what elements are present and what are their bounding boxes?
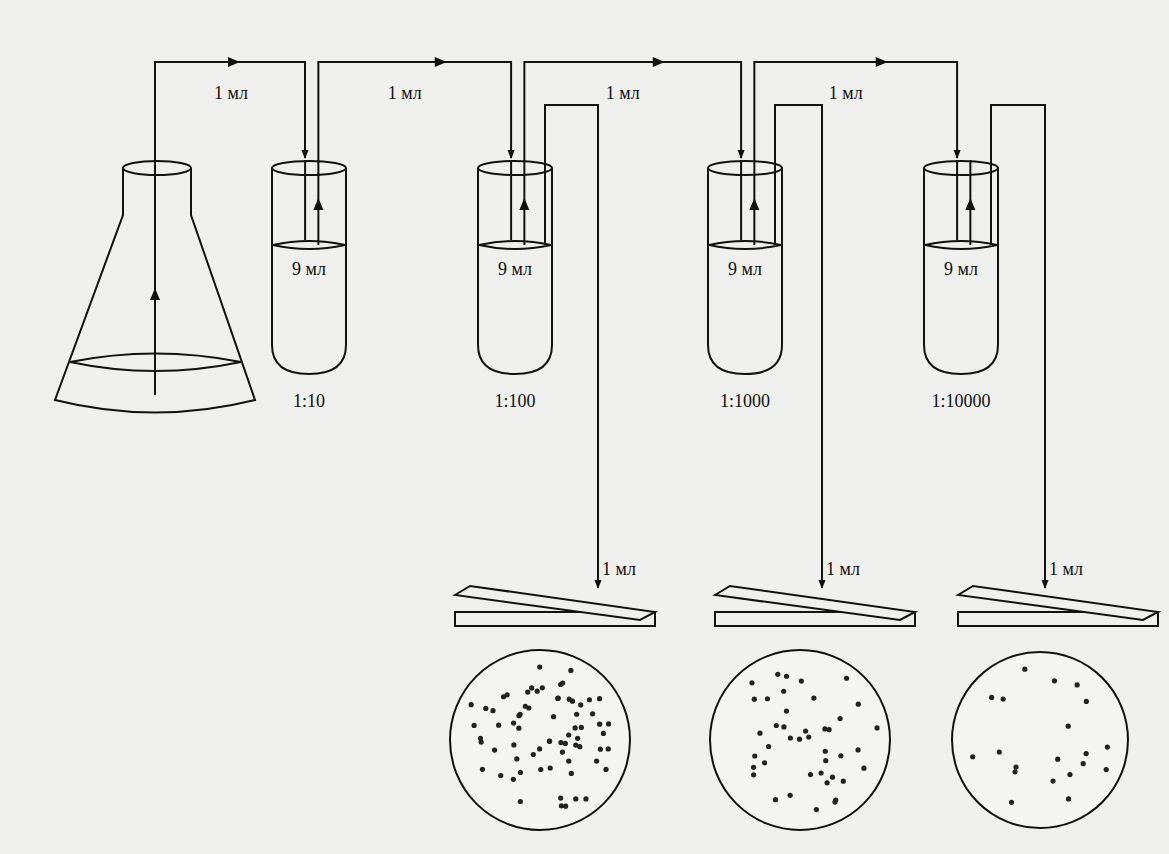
volume-label: 9 мл bbox=[498, 260, 532, 280]
test-tube: 9 мл 1:10000 bbox=[922, 160, 1000, 415]
transfer-arrow bbox=[754, 62, 957, 160]
plating-lines bbox=[545, 105, 1045, 588]
volume-label: 1 мл bbox=[600, 560, 638, 580]
volume-label: 1 мл bbox=[1047, 560, 1085, 580]
test-tube: 9 мл 1:10 bbox=[270, 160, 348, 415]
dilution-label: 1:1000 bbox=[720, 392, 770, 412]
arrow-head bbox=[653, 57, 665, 67]
volume-label: 1 мл bbox=[824, 560, 862, 580]
volume-label: 1 мл bbox=[604, 84, 642, 104]
volume-label: 1 мл bbox=[827, 84, 865, 104]
volume-label: 1 мл bbox=[212, 84, 250, 104]
transfer-arrow bbox=[524, 62, 741, 160]
transfer-line bbox=[155, 62, 305, 395]
volume-label: 1 мл bbox=[386, 84, 424, 104]
arrow-head bbox=[150, 288, 160, 300]
dilution-label: 1:100 bbox=[494, 392, 535, 412]
dilution-label: 1:10000 bbox=[931, 392, 990, 412]
test-tube: 9 мл 1:1000 bbox=[706, 160, 784, 415]
volume-label: 9 мл bbox=[944, 260, 978, 280]
volume-label: 9 мл bbox=[292, 260, 326, 280]
dilution-label: 1:10 bbox=[293, 392, 325, 412]
test-tube: 9 мл 1:100 bbox=[476, 160, 554, 415]
slant-tubes bbox=[455, 586, 1158, 626]
colonies bbox=[469, 665, 1110, 813]
arrow-head bbox=[228, 57, 240, 67]
transfer-arrow bbox=[318, 62, 511, 160]
arrow-head bbox=[876, 57, 888, 67]
arrow-head bbox=[435, 57, 447, 67]
volume-label: 9 мл bbox=[728, 260, 762, 280]
petri-dishes bbox=[450, 650, 1128, 830]
